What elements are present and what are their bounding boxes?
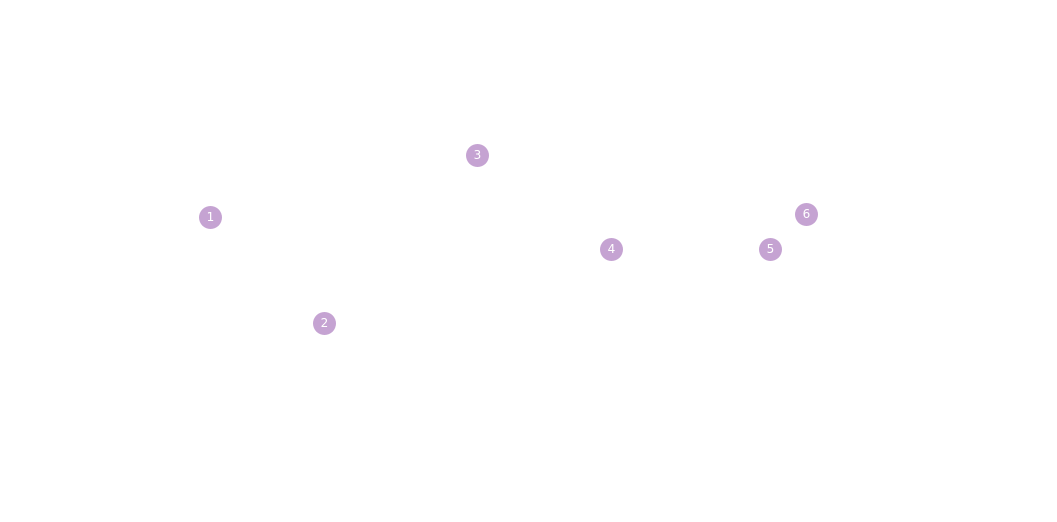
numbered-marker-1[interactable]: 1 <box>199 206 222 229</box>
numbered-marker-4[interactable]: 4 <box>600 238 623 261</box>
numbered-marker-6[interactable]: 6 <box>795 203 818 226</box>
numbered-marker-2[interactable]: 2 <box>313 312 336 335</box>
numbered-marker-3[interactable]: 3 <box>466 144 489 167</box>
numbered-marker-5[interactable]: 5 <box>759 238 782 261</box>
